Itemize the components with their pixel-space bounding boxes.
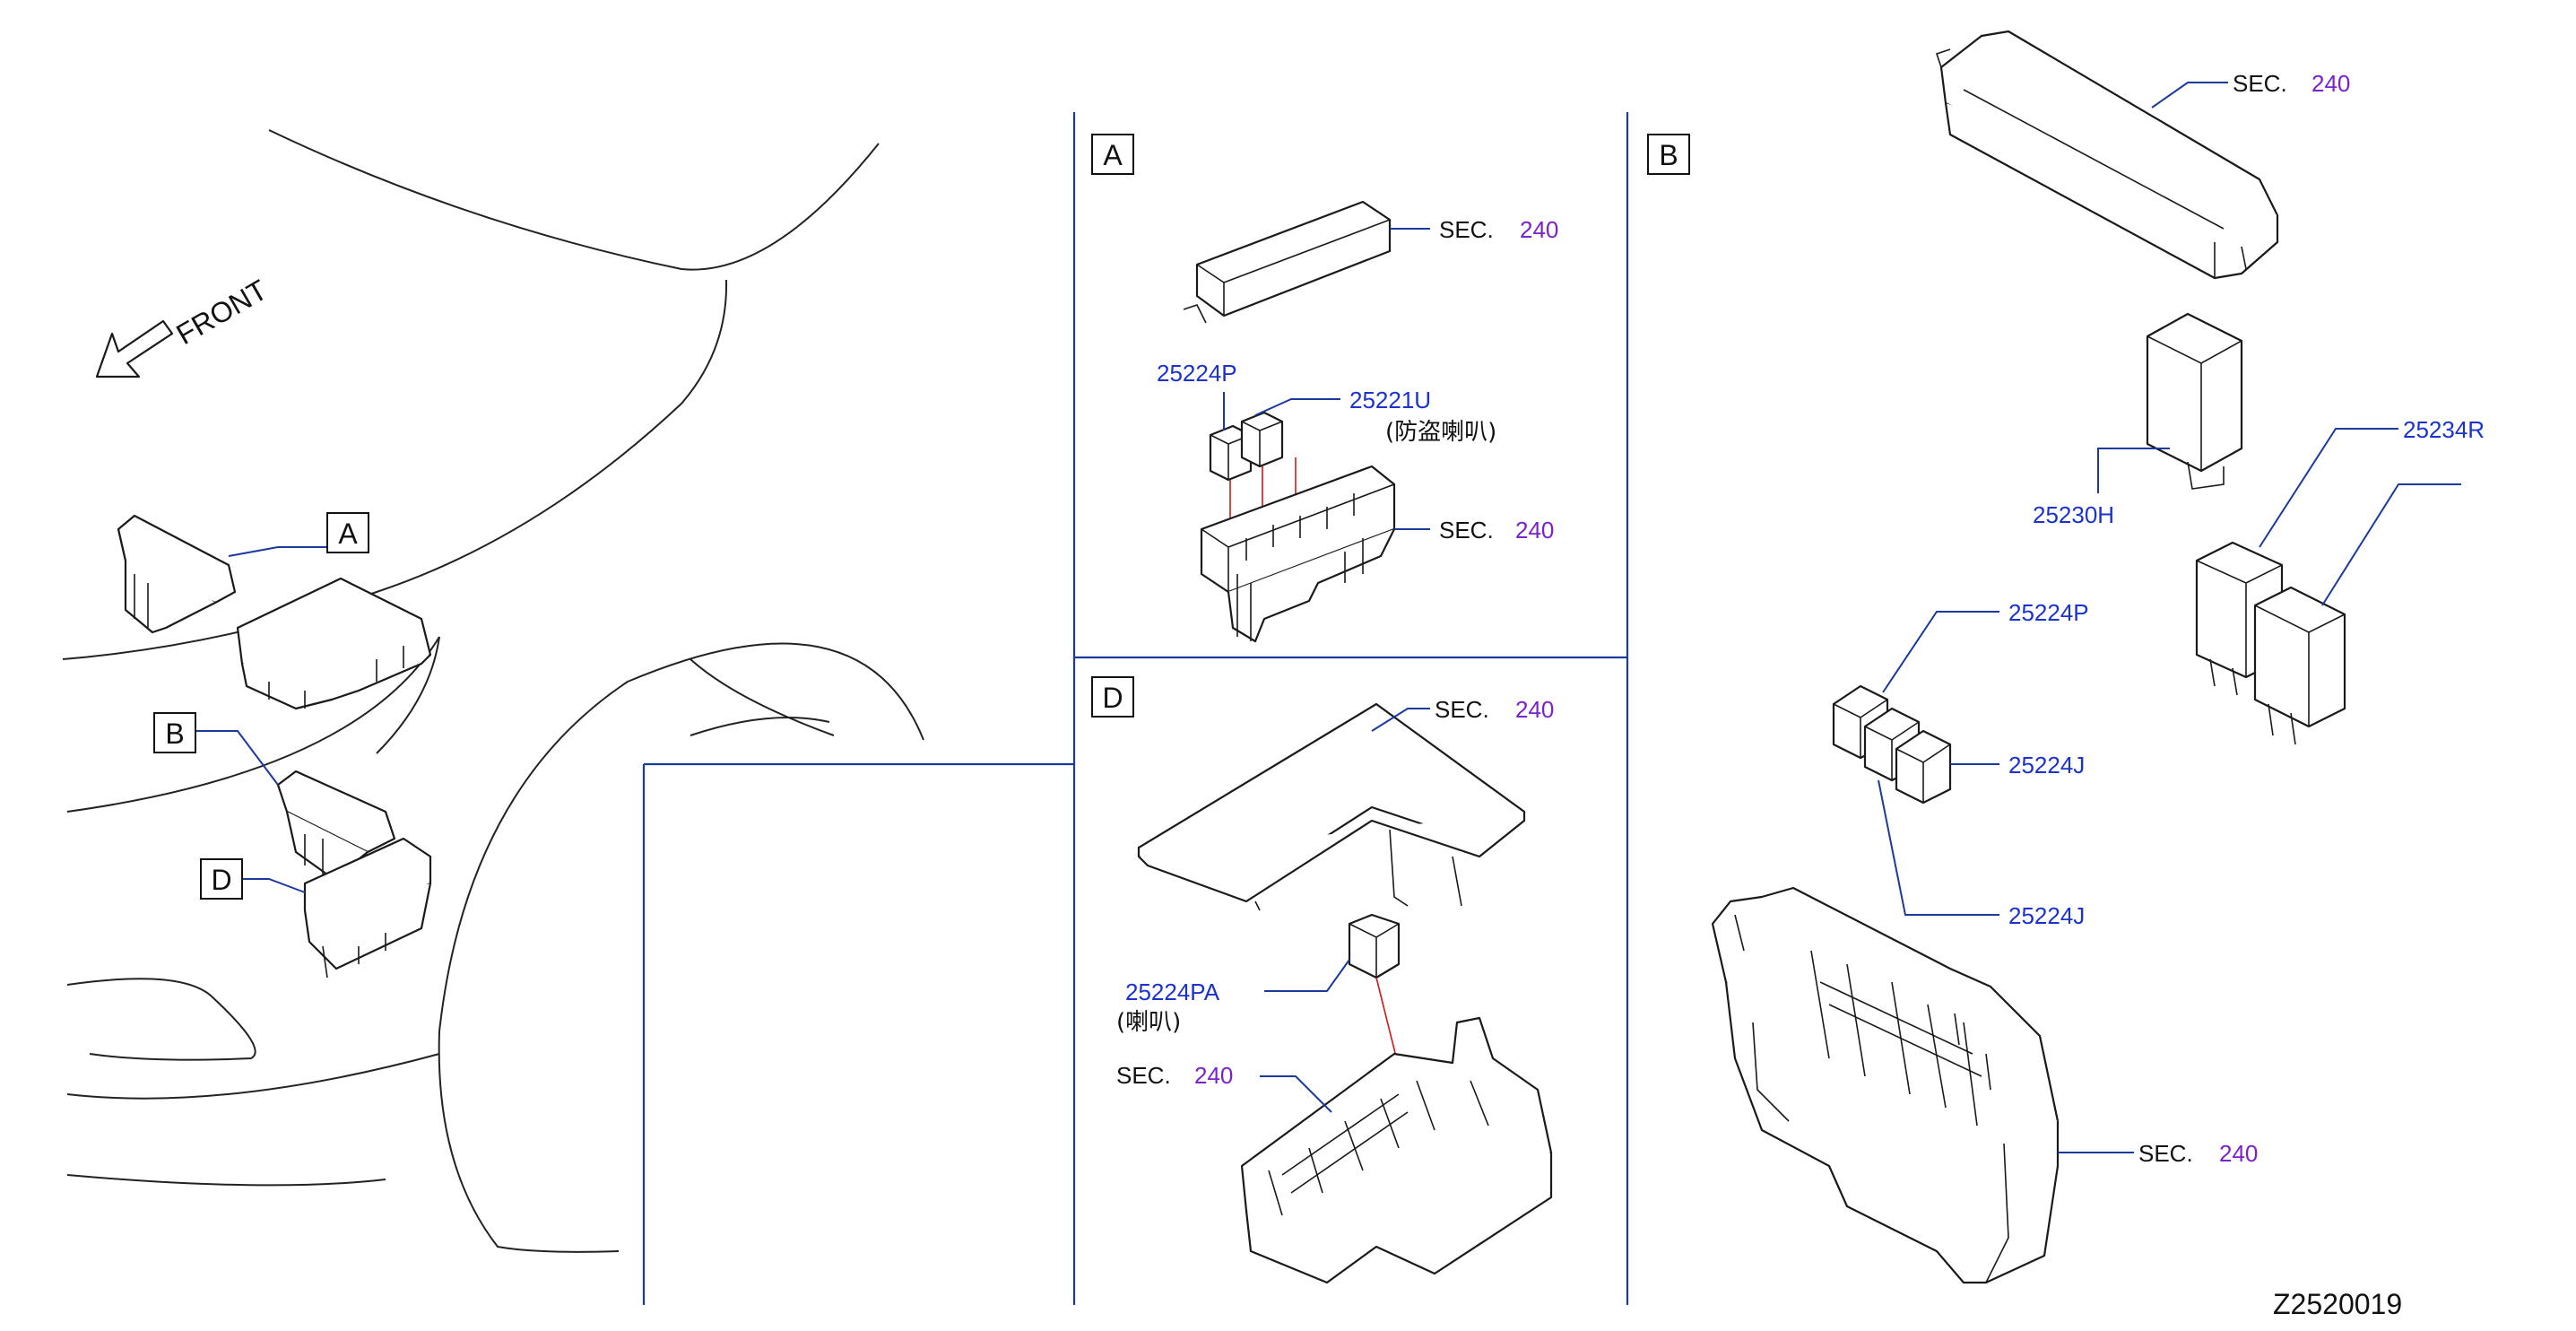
- panel-a: A SEC. 240 25224P 25221U (防盗喇叭): [1091, 134, 1558, 643]
- panel-b-relay-h-leader: [2097, 448, 2170, 493]
- callout-d[interactable]: D: [200, 858, 243, 900]
- overview-fuse-block-a: [236, 577, 432, 710]
- panel-b-cover-leader: [2151, 82, 2228, 109]
- panel-a-relay-25224p: [1209, 424, 1253, 482]
- panel-a-letter-box: [1091, 134, 1134, 175]
- panel-d-letter: D: [1102, 682, 1123, 714]
- figure-id: Z2520019: [2273, 1288, 2402, 1320]
- panel-d-relay-note: (喇叭): [1116, 1009, 1181, 1036]
- panel-b-relay-25224j-2: [1895, 729, 1952, 805]
- panel-b-fuse-cover: [1935, 30, 2279, 280]
- panel-d: D SEC. 240 25224PA (喇叭) SEC. 240: [1091, 676, 1554, 1284]
- panel-frames: [642, 112, 1629, 1305]
- panel-b-relay-p-pn[interactable]: 25224P: [2008, 599, 2089, 626]
- panel-a-relay2-leader: [1254, 398, 1340, 416]
- panel-a-relay2-note: (防盗喇叭): [1385, 419, 1496, 446]
- panel-a-block-sec-label: SEC.: [1439, 517, 1494, 544]
- panel-b-relay-j2-pn[interactable]: 25224J: [2008, 902, 2085, 929]
- front-label: FRONT: [171, 274, 273, 351]
- panel-d-block-leader: [1260, 1075, 1332, 1113]
- panel-d-letter-box: [1091, 676, 1134, 718]
- panel-a-fuse-cover: [1183, 200, 1392, 324]
- callout-b-leader: [195, 730, 279, 786]
- panel-b-relay-p-leader: [1882, 611, 1999, 693]
- overview-fuse-cover-a: [117, 514, 237, 634]
- panel-d-relay-25224pa: [1348, 913, 1401, 979]
- panel-d-relay-leader: [1264, 959, 1350, 992]
- callout-b[interactable]: B: [153, 712, 196, 753]
- front-direction-indicator: FRONT: [95, 274, 273, 378]
- overview-fuse-block-b: [276, 770, 396, 876]
- panel-d-fuse-cover: [1137, 702, 1526, 911]
- panel-a-letter: A: [1103, 139, 1123, 171]
- panel-d-cover-sec-link[interactable]: 240: [1515, 696, 1554, 723]
- callout-a-label: A: [338, 518, 358, 550]
- panel-a-relay2-pn[interactable]: 25221U: [1349, 387, 1431, 413]
- panel-d-block-sec-link[interactable]: 240: [1194, 1062, 1233, 1089]
- panel-b-fuse-block: [1711, 886, 2060, 1284]
- panel-a-fuse-block: [1200, 465, 1396, 643]
- panel-b-letter: B: [1659, 139, 1678, 171]
- panel-d-block-sec-label: SEC.: [1116, 1062, 1171, 1089]
- panel-a-relay1-pn[interactable]: 25224P: [1157, 360, 1237, 387]
- panel-b-relay-r-pn[interactable]: 25234R: [2403, 416, 2485, 443]
- panel-b-block-sec-link[interactable]: 240: [2219, 1140, 2258, 1167]
- panel-b-relay-25234r-2: [2253, 586, 2346, 745]
- callout-d-label: D: [211, 864, 231, 896]
- panel-b-relay-j2-leader: [1878, 779, 1999, 916]
- vehicle-outline: [62, 129, 924, 1253]
- front-arrow-icon: [95, 319, 174, 378]
- panel-b-relay-r-leader-1: [2259, 428, 2398, 548]
- panel-a-block-sec-link[interactable]: 240: [1515, 517, 1554, 544]
- panel-b-cover-sec-link[interactable]: 240: [2311, 70, 2350, 97]
- overview-fuse-block-d: [303, 837, 432, 979]
- panel-d-relay-pn[interactable]: 25224PA: [1125, 979, 1220, 1005]
- panel-b-relay-j1-pn[interactable]: 25224J: [2008, 752, 2085, 779]
- panel-a-cover-sec-link[interactable]: 240: [1520, 216, 1558, 243]
- panel-b-letter-box: [1647, 134, 1690, 175]
- panel-b-block-sec-label: SEC.: [2138, 1140, 2193, 1167]
- panel-b: B SEC. 240 25230H: [1647, 30, 2485, 1284]
- callout-a[interactable]: A: [326, 512, 369, 553]
- panel-d-fuse-block: [1240, 1016, 1553, 1284]
- callout-a-leader: [228, 546, 279, 557]
- callout-b-label: B: [165, 718, 184, 750]
- panel-a-relay-25221u: [1240, 411, 1284, 468]
- callout-d-leader: [242, 878, 306, 893]
- panel-b-cover-sec-label: SEC.: [2233, 70, 2287, 97]
- panel-a-cover-sec-label: SEC.: [1439, 216, 1494, 243]
- panel-b-relay-r-leader-2: [2321, 483, 2461, 606]
- panel-d-cover-leader: [1371, 708, 1430, 732]
- panel-b-relay-h-pn[interactable]: 25230H: [2033, 501, 2114, 528]
- panel-d-cover-sec-label: SEC.: [1435, 696, 1489, 723]
- panel-b-relay-25230h: [2146, 312, 2243, 490]
